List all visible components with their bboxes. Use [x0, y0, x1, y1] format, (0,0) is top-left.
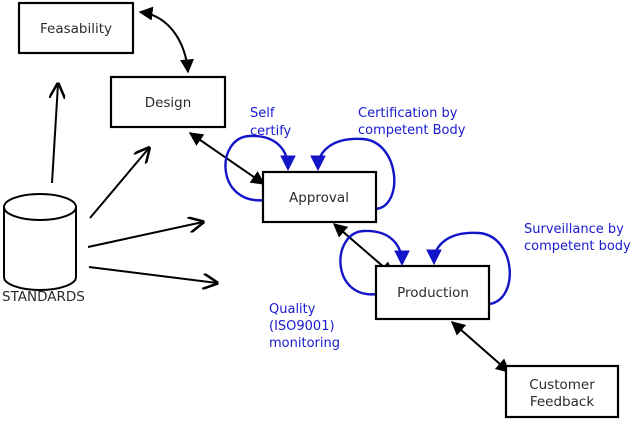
edge-standards-design: [89, 148, 149, 219]
loop-approval-certification: [310, 137, 396, 211]
node-feasability-box[interactable]: [17, 1, 135, 55]
standards-cylinder-top[interactable]: [3, 193, 77, 221]
node-standards[interactable]: STANDARDS: [2, 193, 85, 305]
node-production-box[interactable]: [374, 264, 491, 321]
node-approval-label: Approval: [289, 190, 349, 206]
edge-standards-approval: [87, 222, 203, 248]
standards-cylinder-body[interactable]: [3, 207, 77, 291]
edge-production-customer-feedback: [450, 321, 511, 373]
annotation-quality-line3: monitoring: [269, 336, 340, 351]
standards-label: STANDARDS: [2, 289, 85, 305]
node-feasability-label: Feasability: [40, 21, 112, 37]
node-customer-feedback-label-line2: Feedback: [530, 394, 594, 410]
annotation-self-certify-line2: certify: [250, 124, 292, 139]
loop-approval-self-certify: [224, 134, 296, 202]
annotation-certification: Certification by competent Body: [358, 106, 466, 138]
node-customer-feedback-box[interactable]: [504, 364, 620, 419]
annotation-certification-line1: Certification by: [358, 106, 458, 121]
annotation-quality-monitoring: Quality (ISO9001) monitoring: [269, 302, 340, 351]
node-production[interactable]: Production: [374, 264, 491, 321]
edge-standards-production: [88, 266, 217, 283]
node-design[interactable]: Design: [109, 75, 227, 129]
node-design-box[interactable]: [109, 75, 227, 129]
annotation-self-certify: Self certify: [250, 106, 292, 139]
annotation-self-certify-line1: Self: [250, 106, 275, 121]
node-approval[interactable]: Approval: [261, 170, 378, 224]
annotation-quality-line2: (ISO9001): [269, 319, 335, 334]
annotation-quality-line1: Quality: [269, 302, 316, 317]
node-approval-box[interactable]: [261, 170, 378, 224]
loop-production-surveillance: [426, 231, 511, 306]
annotation-certification-line2: competent Body: [358, 123, 466, 138]
node-design-label: Design: [145, 95, 192, 111]
node-customer-feedback[interactable]: Customer Feedback: [504, 364, 620, 419]
edge-feasability-design: [138, 6, 195, 74]
annotation-surveillance: Surveillance by competent body: [524, 222, 631, 254]
node-feasability[interactable]: Feasability: [17, 1, 135, 55]
node-production-label: Production: [397, 285, 469, 301]
annotation-surveillance-line1: Surveillance by: [524, 222, 624, 237]
annotation-surveillance-line2: competent body: [524, 239, 631, 254]
node-customer-feedback-label-line1: Customer: [529, 377, 595, 393]
edge-standards-feasability: [52, 84, 58, 184]
loop-production-quality: [339, 229, 410, 296]
